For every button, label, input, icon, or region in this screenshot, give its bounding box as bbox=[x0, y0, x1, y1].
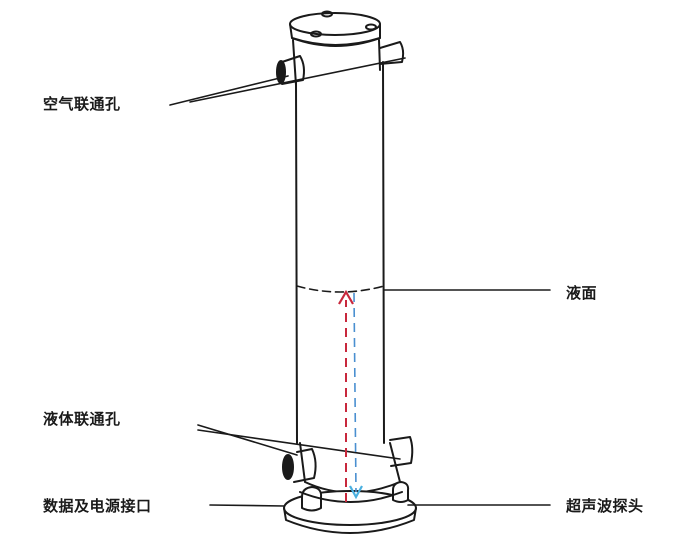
flange-bolt bbox=[301, 486, 323, 512]
cap-bolt-hole bbox=[310, 30, 322, 38]
leader-liquid-port-2 bbox=[197, 429, 401, 460]
label-data-power-port: 数据及电源接口 bbox=[43, 497, 152, 515]
leader-air-port-1 bbox=[169, 75, 289, 106]
label-liquid-surface: 液面 bbox=[566, 284, 598, 302]
liquid-port-stub-left bbox=[282, 448, 317, 483]
label-liquid-port: 液体联通孔 bbox=[43, 410, 121, 428]
liquid-port-stub-right bbox=[389, 436, 414, 467]
leader-air-port-2 bbox=[189, 57, 406, 103]
label-ultrasonic-probe: 超声波探头 bbox=[566, 497, 644, 515]
arrow-up-icon bbox=[338, 289, 354, 305]
transmit-signal-arrow bbox=[338, 289, 354, 502]
leader-lines bbox=[169, 57, 551, 507]
arrow-down-icon bbox=[349, 485, 363, 500]
leader-data-power bbox=[209, 504, 285, 507]
cap-bolt-hole bbox=[365, 23, 377, 31]
liquid-surface-line bbox=[296, 285, 385, 293]
tube-right-wall bbox=[382, 61, 385, 444]
upper-collar bbox=[292, 39, 381, 86]
top-cap bbox=[289, 10, 381, 47]
tube-left-wall bbox=[295, 81, 298, 444]
base-flange bbox=[283, 481, 417, 534]
cap-bolt-hole bbox=[321, 10, 333, 18]
label-air-port: 空气联通孔 bbox=[43, 95, 121, 113]
leader-liquid-port-1 bbox=[197, 424, 298, 456]
air-port-stub-right bbox=[379, 41, 405, 65]
echo-signal-arrow bbox=[349, 292, 363, 500]
